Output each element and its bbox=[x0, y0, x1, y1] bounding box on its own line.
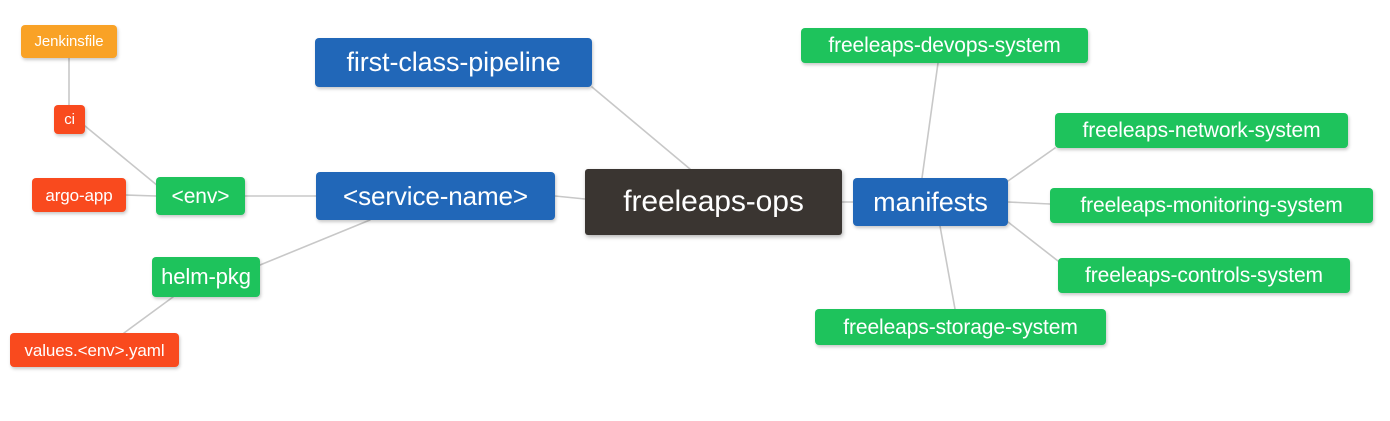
edge-helm-pkg-to-values-env-yaml bbox=[123, 296, 174, 334]
mindmap-node-freeleaps-devops-system[interactable]: freeleaps-devops-system bbox=[801, 28, 1088, 63]
edge-env-to-argo-app bbox=[125, 194, 157, 197]
mindmap-node-ci[interactable]: ci bbox=[54, 105, 85, 134]
edge-manifests-to-freeleaps-network-system bbox=[1007, 147, 1056, 182]
mindmap-node-values-env-yaml[interactable]: values.<env>.yaml bbox=[10, 333, 179, 367]
edge-manifests-to-freeleaps-devops-system bbox=[921, 62, 939, 179]
mindmap-node-freeleaps-ops[interactable]: freeleaps-ops bbox=[585, 169, 842, 235]
mindmap-node-freeleaps-storage-system[interactable]: freeleaps-storage-system bbox=[815, 309, 1106, 345]
edge-service-name-to-helm-pkg bbox=[259, 219, 371, 266]
mindmap-node-argo-app[interactable]: argo-app bbox=[32, 178, 126, 212]
mindmap-node-helm-pkg[interactable]: helm-pkg bbox=[152, 257, 260, 297]
mindmap-node-first-class-pipeline[interactable]: first-class-pipeline bbox=[315, 38, 592, 87]
edge-first-class-pipeline-to-freeleaps-ops bbox=[591, 86, 691, 170]
mindmap-node-freeleaps-controls-system[interactable]: freeleaps-controls-system bbox=[1058, 258, 1350, 293]
mindmap-node-freeleaps-monitoring-system[interactable]: freeleaps-monitoring-system bbox=[1050, 188, 1373, 223]
mindmap-node-env[interactable]: <env> bbox=[156, 177, 245, 215]
edge-freeleaps-ops-to-service-name bbox=[554, 195, 586, 200]
edge-env-to-ci bbox=[84, 125, 159, 187]
edge-manifests-to-freeleaps-monitoring-system bbox=[1007, 201, 1051, 205]
edge-manifests-to-freeleaps-storage-system bbox=[939, 225, 956, 310]
mindmap-node-jenkinsfile[interactable]: Jenkinsfile bbox=[21, 25, 117, 58]
mindmap-node-freeleaps-network-system[interactable]: freeleaps-network-system bbox=[1055, 113, 1348, 148]
mindmap-node-service-name[interactable]: <service-name> bbox=[316, 172, 555, 220]
edge-manifests-to-freeleaps-controls-system bbox=[1007, 221, 1059, 262]
mindmap-node-manifests[interactable]: manifests bbox=[853, 178, 1008, 226]
